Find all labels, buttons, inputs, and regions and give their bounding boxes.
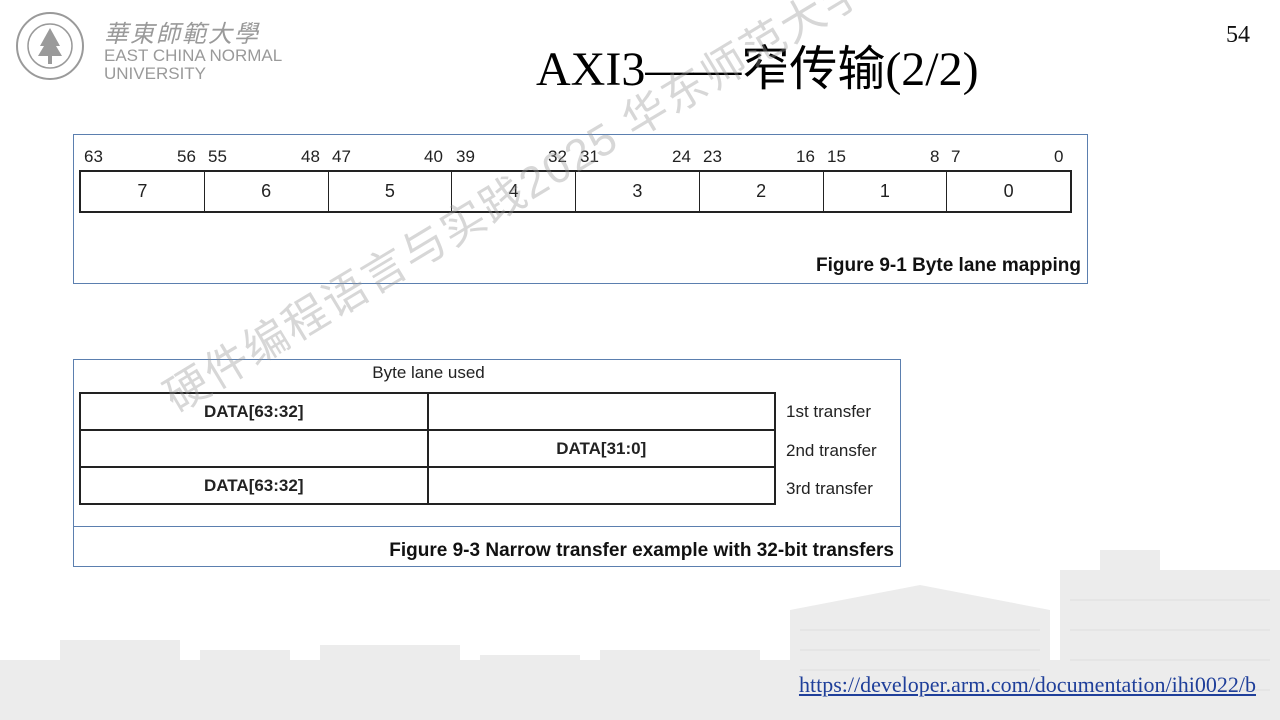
- bit-label: 7: [951, 147, 961, 166]
- bit-label: 63: [84, 147, 103, 166]
- logo-english-line1: EAST CHINA NORMAL: [104, 46, 283, 65]
- table-row: DATA[31:0]: [79, 429, 776, 468]
- reference-link[interactable]: https://developer.arm.com/documentation/…: [798, 672, 1256, 697]
- bit-label: 16: [796, 147, 815, 166]
- data-cell-lower: [426, 466, 776, 505]
- bit-label: 47: [332, 147, 351, 166]
- byte-lane: 5: [329, 172, 453, 211]
- bit-label: 24: [672, 147, 691, 166]
- bit-label: 8: [930, 147, 940, 166]
- data-cell-upper: [79, 429, 429, 468]
- byte-lane: 4: [452, 172, 576, 211]
- transfer-label: 3rd transfer: [786, 479, 873, 498]
- figure-caption: Figure 9-1 Byte lane mapping: [816, 255, 1081, 276]
- university-logo: 華東師範大學 EAST CHINA NORMAL UNIVERSITY: [8, 6, 298, 83]
- bit-label: 55: [208, 147, 227, 166]
- transfer-label: 2nd transfer: [786, 441, 877, 460]
- bit-label: 40: [424, 147, 443, 166]
- table-row: DATA[63:32]: [79, 392, 776, 431]
- narrow-transfer-table: DATA[63:32] DATA[31:0] DATA[63:32]: [79, 392, 776, 505]
- logo-chinese-name: 華東師範大學: [104, 20, 260, 48]
- campus-skyline-background: [0, 550, 1280, 720]
- bit-label: 0: [1054, 147, 1064, 166]
- bit-label: 39: [456, 147, 475, 166]
- data-cell-lower: DATA[31:0]: [426, 429, 776, 468]
- bit-label: 15: [827, 147, 846, 166]
- byte-lane: 3: [576, 172, 700, 211]
- byte-lane: 0: [1003, 181, 1014, 201]
- data-cell-upper: DATA[63:32]: [79, 392, 429, 431]
- figure-caption: Figure 9-3 Narrow transfer example with …: [389, 540, 894, 561]
- bit-label: 56: [177, 147, 196, 166]
- caption-divider: [74, 526, 900, 527]
- byte-lane: 6: [205, 172, 329, 211]
- table-row: DATA[63:32]: [79, 466, 776, 505]
- byte-lane: 7: [81, 172, 205, 211]
- byte-lane: 1: [824, 172, 948, 211]
- transfer-label: 1st transfer: [786, 402, 872, 421]
- logo-english-line2: UNIVERSITY: [104, 64, 207, 83]
- university-seal-icon: [16, 12, 84, 80]
- bit-label: 32: [548, 147, 567, 166]
- page-number: 54: [1226, 22, 1250, 48]
- slide-title: AXI3——窄传输(2/2): [536, 43, 979, 96]
- bit-label: 48: [301, 147, 320, 166]
- figure-narrow-transfer: Byte lane used DATA[63:32] DATA[31:0] DA…: [73, 359, 901, 567]
- byte-lane-used-header: Byte lane used: [372, 363, 485, 382]
- data-cell-upper: DATA[63:32]: [79, 466, 429, 505]
- figure-byte-lane-mapping: 63 56 55 48 47 40 39 32 31 24 23 16 15 8…: [73, 134, 1088, 284]
- data-cell-lower: [426, 392, 776, 431]
- bit-label: 31: [580, 147, 599, 166]
- byte-lane: 2: [700, 172, 824, 211]
- byte-lane-row: 7 6 5 4 3 2 1 0: [79, 170, 1072, 213]
- bit-label: 23: [703, 147, 722, 166]
